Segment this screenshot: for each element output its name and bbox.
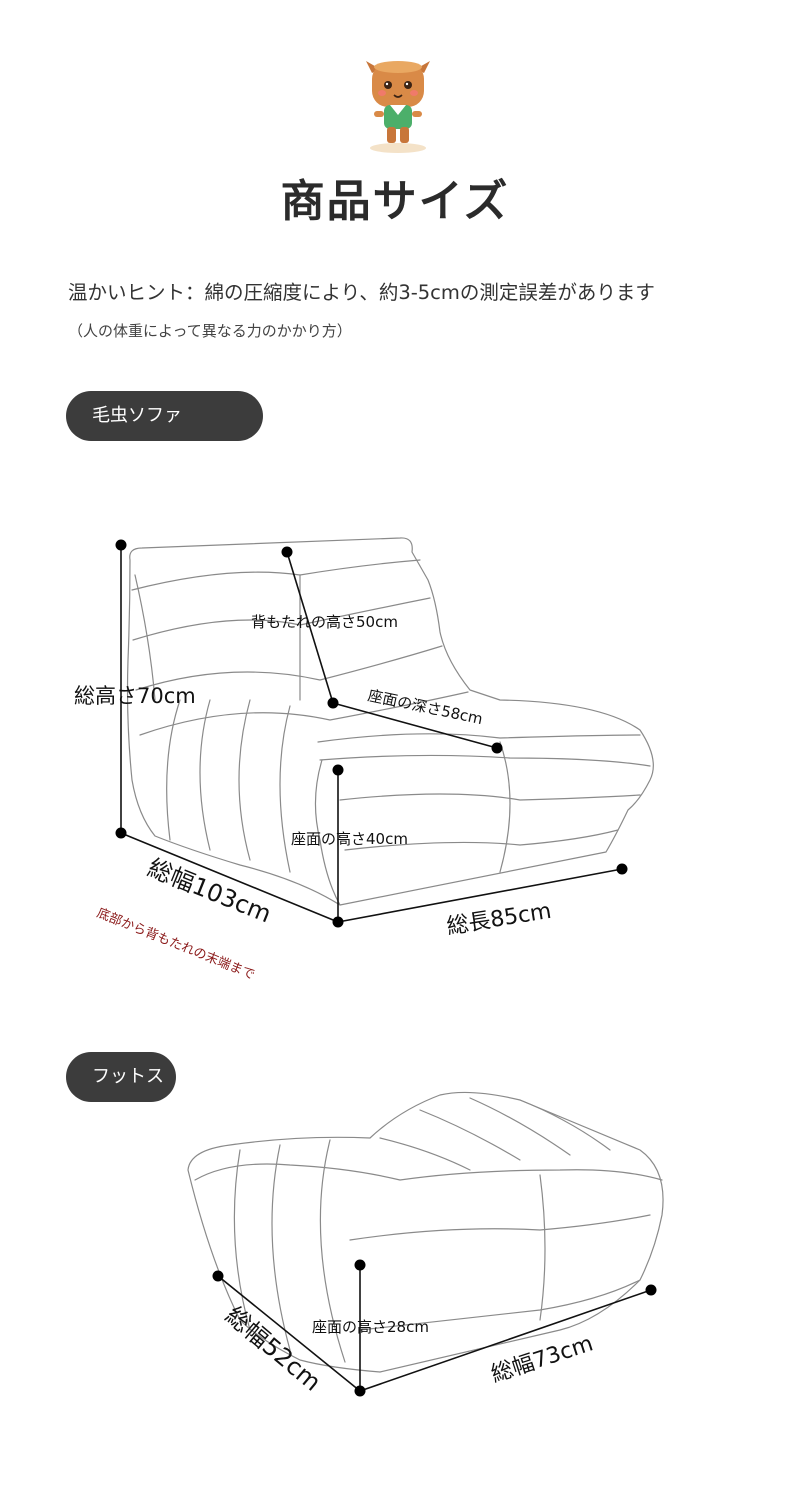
mascot-illustration bbox=[366, 61, 430, 153]
ottoman-width-b-label: 総幅73cm bbox=[488, 1331, 596, 1387]
ottoman-seat-height-label: 座面の高さ28cm bbox=[312, 1318, 429, 1336]
page-title: 商品サイズ bbox=[280, 176, 510, 227]
measurement-note: （人の体重によって異なる力のかかり方） bbox=[68, 322, 352, 340]
section-label-ottoman: フットス bbox=[66, 1052, 176, 1102]
section-label-sofa: 毛虫ソファ bbox=[66, 391, 263, 441]
seat-height-label: 座面の高さ40cm bbox=[291, 830, 408, 848]
measurement-hint: 温かいヒント：綿の圧縮度により、約3-5cmの測定誤差があります bbox=[68, 281, 655, 304]
section-label-fade bbox=[176, 1060, 236, 1096]
back-height-label: 背もたれの高さ50cm bbox=[251, 613, 398, 631]
total-height-label: 総高さ70cm bbox=[74, 684, 196, 708]
ottoman-width-a-label: 総幅52cm bbox=[220, 1301, 326, 1396]
